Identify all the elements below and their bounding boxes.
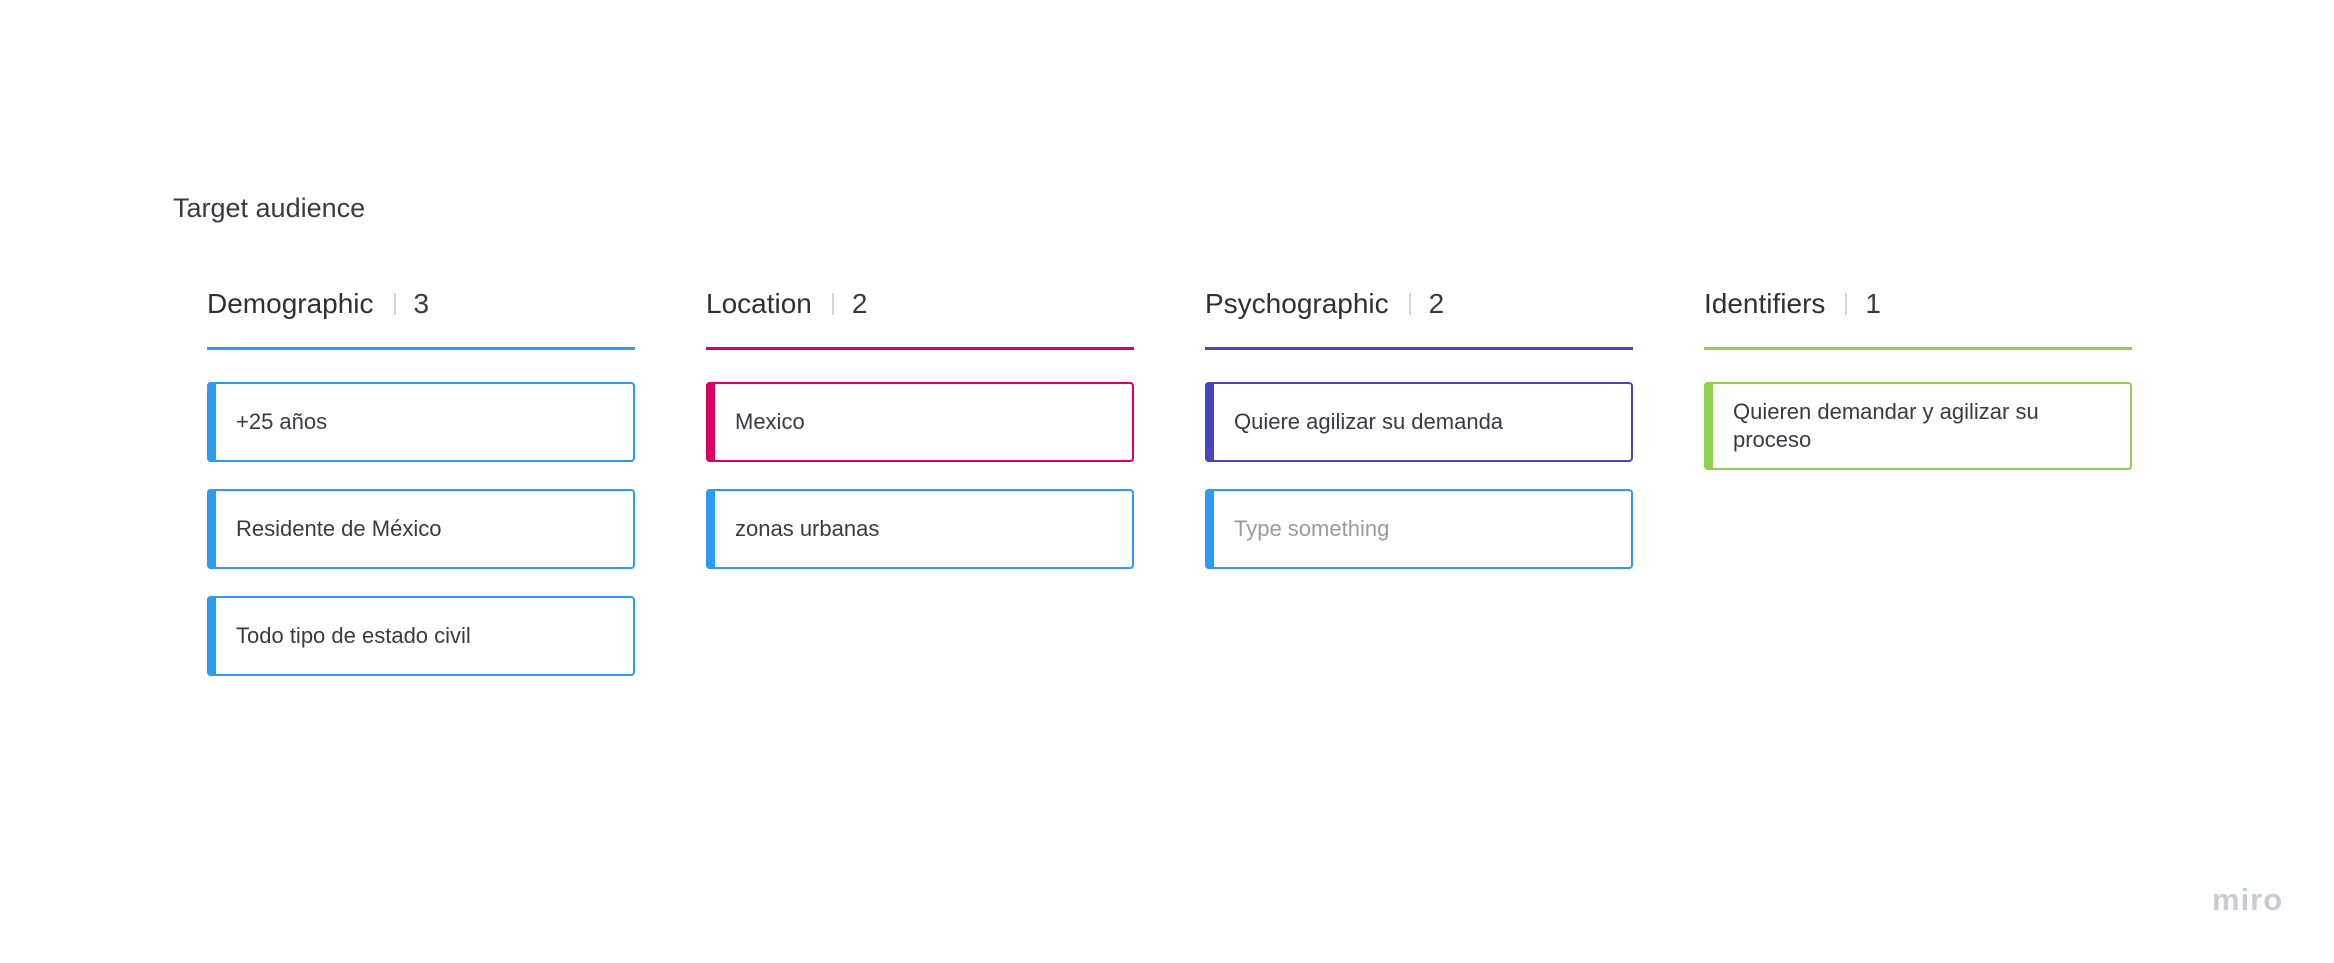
column-accent-line bbox=[207, 347, 635, 350]
column-title: Demographic bbox=[207, 288, 374, 319]
card-color-bar bbox=[706, 489, 715, 569]
column-identifiers: Identifiers 1 Quieren demandar y agiliza… bbox=[1704, 282, 2132, 497]
column-header[interactable]: Demographic 3 bbox=[207, 282, 635, 326]
card[interactable]: Quiere agilizar su demanda bbox=[1205, 382, 1633, 462]
card[interactable]: zonas urbanas bbox=[706, 489, 1134, 569]
column-header-divider bbox=[1845, 293, 1848, 315]
column-card-count: 2 bbox=[1428, 288, 1445, 319]
column-header-divider bbox=[393, 293, 396, 315]
column-header[interactable]: Location 2 bbox=[706, 282, 1134, 326]
card-color-bar bbox=[706, 382, 715, 462]
new-card-input[interactable]: Type something bbox=[1205, 489, 1633, 569]
column-location: Location 2 Mexico zonas urbanas bbox=[706, 282, 1134, 596]
card-color-bar bbox=[1205, 382, 1214, 462]
column-card-count: 3 bbox=[413, 288, 430, 319]
column-header-divider bbox=[1408, 293, 1411, 315]
card-color-bar bbox=[207, 382, 216, 462]
card[interactable]: Residente de México bbox=[207, 489, 635, 569]
card-text: Quiere agilizar su demanda bbox=[1234, 409, 1504, 434]
card-placeholder-text: Type something bbox=[1234, 516, 1390, 541]
column-header[interactable]: Psychographic 2 bbox=[1205, 282, 1633, 326]
column-title: Identifiers bbox=[1704, 288, 1826, 319]
column-card-count: 1 bbox=[1865, 288, 1881, 319]
column-accent-line bbox=[1205, 347, 1633, 350]
column-title: Psychographic bbox=[1205, 288, 1389, 319]
card-color-bar bbox=[207, 489, 216, 569]
card[interactable]: +25 años bbox=[207, 382, 635, 462]
column-title: Location bbox=[706, 288, 812, 319]
column-header-divider bbox=[831, 293, 834, 315]
column-demographic: Demographic 3 +25 años Residente de Méxi… bbox=[207, 282, 635, 703]
column-accent-line bbox=[706, 347, 1134, 350]
card-text: Quieren demandar y agilizar su proceso bbox=[1733, 399, 2039, 452]
column-card-count: 2 bbox=[851, 288, 868, 319]
card-color-bar bbox=[1205, 489, 1214, 569]
board-title: Target audience bbox=[173, 193, 366, 223]
card[interactable]: Todo tipo de estado civil bbox=[207, 596, 635, 676]
card-text: Mexico bbox=[735, 409, 805, 434]
card[interactable]: Quieren demandar y agilizar su proceso bbox=[1704, 382, 2132, 470]
miro-logo: miro bbox=[2212, 882, 2284, 917]
card-text: Todo tipo de estado civil bbox=[236, 623, 471, 648]
card-text: zonas urbanas bbox=[735, 516, 880, 541]
card-color-bar bbox=[207, 596, 216, 676]
column-accent-line bbox=[1704, 347, 2132, 350]
card[interactable]: Mexico bbox=[706, 382, 1134, 462]
card-color-bar bbox=[1704, 382, 1713, 470]
column-header[interactable]: Identifiers 1 bbox=[1704, 282, 2132, 326]
card-text: +25 años bbox=[236, 409, 328, 434]
column-psychographic: Psychographic 2 Quiere agilizar su deman… bbox=[1205, 282, 1633, 596]
card-text: Residente de México bbox=[236, 516, 442, 541]
